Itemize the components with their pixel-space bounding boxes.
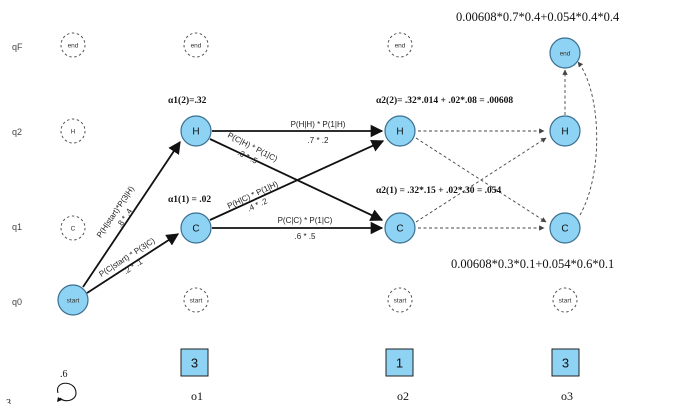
edge-label-c-to-c: P(C|C) * P(1|C) .6 * .5 — [278, 216, 333, 241]
formula-end-top: 0.00608*0.7*0.4+0.054*0.4*0.4 — [456, 10, 620, 24]
formula-end-bottom: 0.00608*0.3*0.1+0.054*0.6*0.1 — [451, 257, 614, 271]
svg-text:end: end — [560, 51, 571, 58]
row-label-q0: q0 — [12, 297, 22, 307]
svg-text:end: end — [68, 43, 79, 50]
corner-fragment: 3 — [6, 398, 11, 404]
loop-probability: .6 — [60, 369, 68, 380]
observation-1-label: o1 — [191, 389, 203, 403]
node-h-t1: H — [180, 115, 212, 147]
node-start: start — [57, 284, 89, 316]
observation-2-label: o2 — [397, 389, 409, 403]
node-c-t2: C — [384, 212, 416, 244]
svg-text:C: C — [561, 224, 568, 235]
row-label-qF: qF — [12, 42, 23, 52]
svg-text:P(C|C) * P(1|C): P(C|C) * P(1|C) — [278, 216, 333, 225]
observation-1: 3 o1 — [180, 348, 209, 403]
svg-text:start: start — [67, 298, 80, 305]
loop-arrowhead-icon — [57, 397, 62, 402]
observation-2-value: 1 — [396, 356, 403, 371]
node-end-col2: end — [183, 32, 209, 58]
node-h-t2: H — [384, 115, 416, 147]
node-end: end — [549, 37, 581, 69]
svg-text:C: C — [192, 224, 199, 235]
edge-c-to-h — [209, 139, 385, 221]
edge-h-to-c — [209, 138, 384, 221]
edge-c3-to-end — [577, 61, 598, 216]
svg-text:start: start — [559, 298, 572, 305]
svg-text:H: H — [396, 127, 403, 138]
node-c-col0: C — [60, 215, 86, 241]
svg-text:.6 * .5: .6 * .5 — [295, 232, 316, 241]
edge-start-to-h — [82, 140, 181, 288]
node-h-t3: H — [549, 115, 581, 147]
alpha-1-1: α1(1) = .02 — [168, 194, 211, 205]
observation-2: 1 o2 — [385, 348, 414, 403]
svg-text:start: start — [190, 298, 203, 305]
svg-text:C: C — [396, 224, 403, 235]
node-start-col3: start — [387, 287, 413, 313]
node-h-col0: H — [60, 118, 86, 144]
alpha-1-2: α1(2)=.32 — [168, 95, 207, 106]
row-label-q1: q1 — [12, 222, 22, 232]
svg-text:H: H — [561, 127, 568, 138]
observation-3-value: 3 — [562, 356, 569, 371]
svg-text:end: end — [395, 43, 406, 50]
edge-label-start-to-h: P(H|start)*P(3|H) .8 * .4 — [95, 184, 136, 239]
svg-text:P(H|H) * P(1|H): P(H|H) * P(1|H) — [291, 120, 346, 129]
node-start-col2: start — [183, 287, 209, 313]
observation-3-label: o3 — [561, 389, 573, 403]
svg-text:.7 * .2: .7 * .2 — [308, 136, 329, 145]
edge-label-h-to-h: P(H|H) * P(1|H) .7 * .2 — [291, 120, 346, 145]
svg-text:start: start — [394, 298, 407, 305]
alpha-2-1: α2(1) = .32*.15 + .02*.30 = .054 — [376, 185, 501, 196]
svg-text:H: H — [192, 127, 199, 138]
node-end-col3: end — [387, 32, 413, 58]
svg-text:H: H — [71, 129, 76, 136]
svg-text:end: end — [191, 43, 202, 50]
node-start-col4: start — [552, 287, 578, 313]
svg-text:C: C — [71, 226, 76, 233]
row-label-q2: q2 — [12, 127, 22, 137]
node-end-col1: end — [60, 32, 86, 58]
node-c-t1: C — [180, 212, 212, 244]
edge-start-to-c — [86, 233, 180, 294]
node-c-t3: C — [549, 212, 581, 244]
loop-arc-icon — [57, 382, 77, 402]
observation-3: 3 o3 — [551, 348, 580, 403]
alpha-2-2: α2(2)= .32*.014 + .02*.08 = .00608 — [376, 95, 513, 106]
edge-c2-to-h3 — [415, 137, 547, 223]
observation-1-value: 3 — [191, 356, 198, 371]
